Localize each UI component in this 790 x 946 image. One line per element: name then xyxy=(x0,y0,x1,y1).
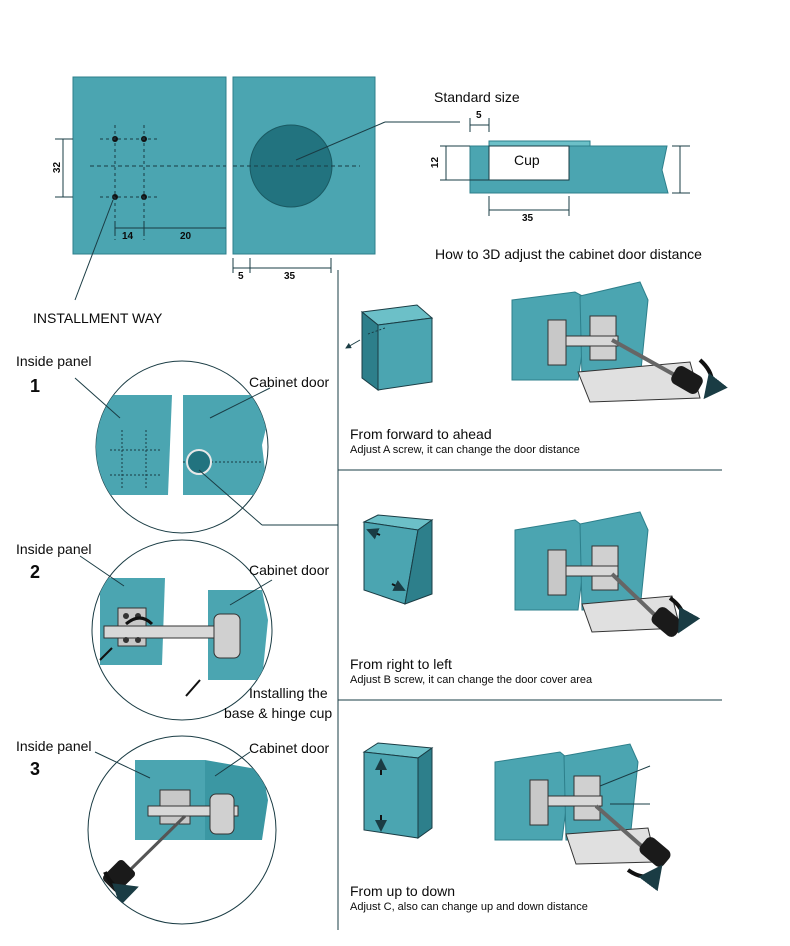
drill-template-panel xyxy=(72,76,227,255)
standard-size-section xyxy=(440,118,690,216)
dim-5-bottom: 5 xyxy=(238,271,244,282)
step2-installing-label: Installing the xyxy=(249,685,328,701)
adjust-a-title: From forward to ahead xyxy=(350,426,492,442)
step3-inside-panel-label: Inside panel xyxy=(16,738,92,754)
adjust-c-hinge xyxy=(494,743,671,892)
adjust-a-hinge xyxy=(511,281,728,403)
dim-35-side: 35 xyxy=(522,213,534,224)
step2-base-cup-label: base & hinge cup xyxy=(224,705,333,721)
grid-dividers xyxy=(337,270,722,930)
standard-size-label: Standard size xyxy=(434,89,520,105)
dim-14: 14 xyxy=(122,231,134,242)
step1-illustration xyxy=(74,360,338,534)
adjust-b-hinge xyxy=(514,511,701,637)
dim-32: 32 xyxy=(52,161,64,174)
cup-box xyxy=(488,145,570,181)
step3-cabinet-door-label: Cabinet door xyxy=(249,740,330,756)
dim-5-top: 5 xyxy=(476,110,482,121)
step2-cabinet-door-label: Cabinet door xyxy=(249,562,330,578)
cup-label: Cup xyxy=(514,152,540,168)
step1-cabinet-door-label: Cabinet door xyxy=(249,374,330,390)
adjust-title: How to 3D adjust the cabinet door distan… xyxy=(435,246,702,262)
adjust-b-box xyxy=(362,514,434,605)
step2-inside-panel-label: Inside panel xyxy=(16,541,92,557)
step1-number: 1 xyxy=(30,376,41,396)
step1-inside-panel-label: Inside panel xyxy=(16,353,92,369)
cup-template-panel xyxy=(232,76,460,255)
adjust-c-box xyxy=(362,742,434,839)
step2-illustration xyxy=(79,539,273,721)
step3-number: 3 xyxy=(30,759,41,779)
step2-number: 2 xyxy=(30,562,41,582)
adjust-b-desc: Adjust B screw, it can change the door c… xyxy=(350,674,593,686)
adjust-c-title: From up to down xyxy=(350,883,456,899)
adjust-b-title: From right to left xyxy=(350,656,452,672)
adjust-c-desc: Adjust C, also can change up and down di… xyxy=(350,901,588,913)
dim-20: 20 xyxy=(180,231,192,242)
adjust-a-box xyxy=(345,304,434,391)
adjust-a-desc: Adjust A screw, it can change the door d… xyxy=(350,444,580,456)
dim-35-bottom: 35 xyxy=(284,271,296,282)
step3-illustration xyxy=(87,735,277,925)
dimension-lines-left xyxy=(55,138,332,301)
installment-title: INSTALLMENT WAY xyxy=(33,310,163,326)
dim-12: 12 xyxy=(430,156,442,169)
